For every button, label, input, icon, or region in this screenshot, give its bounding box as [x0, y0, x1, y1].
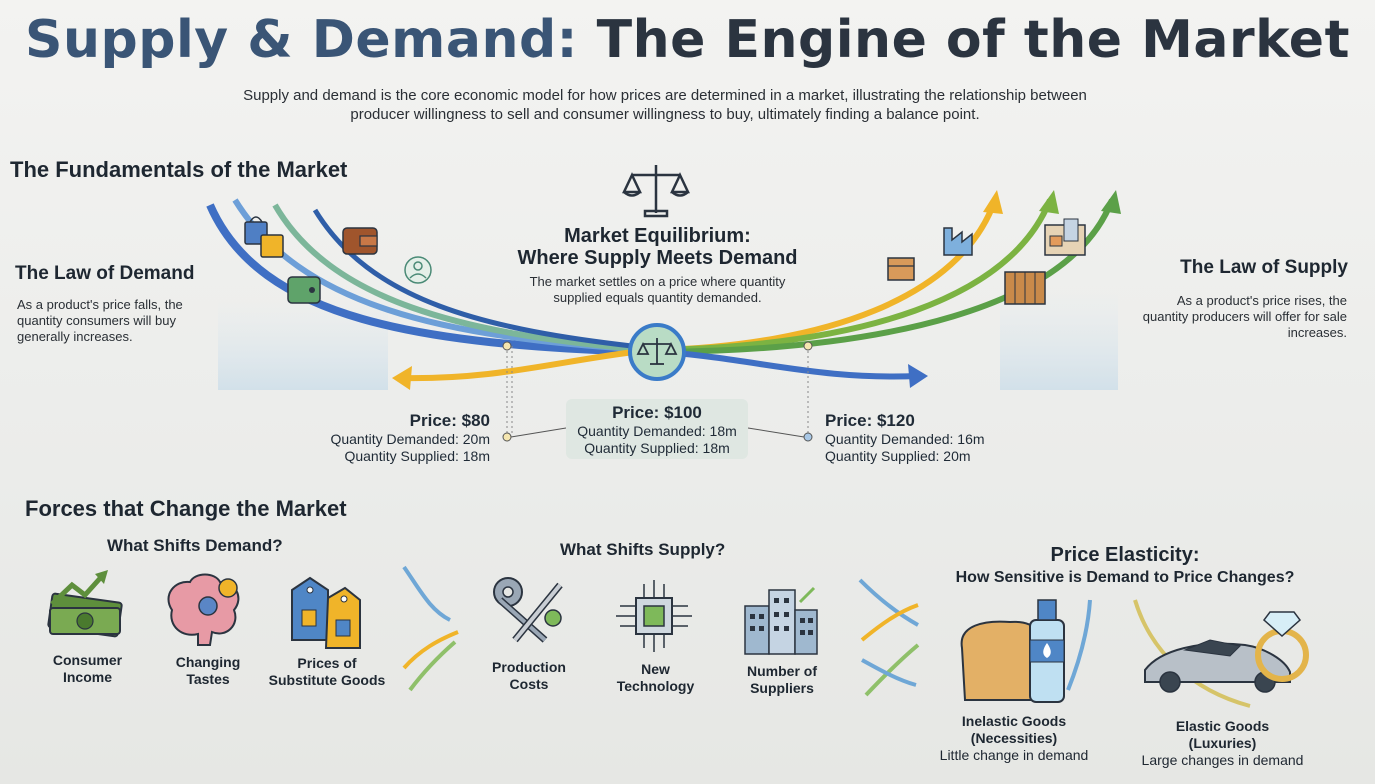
warehouse-icon: [1044, 218, 1086, 256]
demand-backdrop: [218, 300, 388, 390]
supply-shift-arrows: [858, 578, 920, 697]
price-tags-icon: [291, 576, 361, 649]
buildings-icon: [744, 586, 818, 655]
supply-shift-arrowhead: [908, 364, 928, 388]
law-of-supply-text: As a product's price rises, the quantity…: [1142, 293, 1347, 340]
box-icon: [887, 257, 915, 281]
price-point-100: Price: $100 Quantity Demanded: 18m Quant…: [566, 403, 748, 457]
point-80: [502, 432, 512, 442]
inelastic-note: Little change in demand: [939, 747, 1089, 763]
elastic-label: Elastic Goods: [1175, 718, 1270, 734]
price-80-label: Price: $80: [409, 411, 490, 430]
supply-shift-arrow: [664, 349, 919, 380]
wallet-icon: [342, 227, 378, 255]
price-100-label: Price: $100: [612, 403, 702, 422]
supply-item-new-technology: New Technology: [616, 661, 695, 694]
supply-curve-3: [659, 198, 1115, 355]
elasticity-title: Price Elasticity:: [1050, 544, 1200, 566]
demand-curve-3: [272, 203, 651, 353]
supply-curve-2: [659, 198, 1053, 353]
price-point-80: Price: $80 Quantity Demanded: 20m Quanti…: [310, 411, 490, 465]
elastic-sub: (Luxuries): [1188, 735, 1257, 751]
user-icon: [404, 256, 432, 284]
elastic-goods: Elastic Goods (Luxuries) Large changes i…: [1130, 718, 1315, 768]
supply-arrowhead-2: [1039, 190, 1059, 214]
demand-item-changing-tastes: Changing Tastes: [175, 654, 241, 687]
demand-item-consumer-income: Consumer Income: [52, 652, 123, 685]
supply-arrowhead-3: [1101, 190, 1121, 214]
demand-shift-heading: What Shifts Demand?: [107, 536, 283, 555]
shopping-bag-icon: [244, 216, 284, 258]
price-80-demanded: Quantity Demanded: 20m: [330, 431, 490, 447]
supply-arrowhead-1: [983, 190, 1003, 214]
price-80-supplied: Quantity Supplied: 18m: [344, 448, 490, 464]
price-100-demanded: Quantity Demanded: 18m: [577, 423, 737, 439]
page-title: Supply & Demand: The Engine of the Marke…: [0, 10, 1375, 70]
demand-item-substitute-goods: Prices of Substitute Goods: [268, 655, 386, 688]
scale-icon: [622, 165, 690, 218]
forces-heading: Forces that Change the Market: [25, 496, 347, 521]
demand-curve-4: [312, 208, 651, 351]
demand-shift-arrows: [402, 565, 459, 692]
scale-icon-small: [636, 338, 678, 365]
elastic-note: Large changes in demand: [1141, 752, 1304, 768]
price-120-supplied: Quantity Supplied: 20m: [825, 448, 971, 464]
supply-backdrop: [1000, 290, 1118, 390]
inelastic-label: Inelastic Goods: [961, 713, 1067, 729]
point-120: [803, 432, 813, 442]
title-part-2: The Engine of the Market: [596, 10, 1350, 70]
price-point-120: Price: $120 Quantity Demanded: 16m Quant…: [825, 411, 1025, 465]
elasticity-subtitle: How Sensitive is Demand to Price Changes…: [955, 569, 1295, 586]
factory-icon: [943, 227, 973, 256]
crate-icon: [1004, 271, 1046, 305]
law-of-supply-title: The Law of Supply: [1180, 257, 1348, 278]
price-120-demanded: Quantity Demanded: 16m: [825, 431, 985, 447]
sports-car-ring-icon: [1133, 599, 1309, 708]
demand-curve-1: [206, 203, 651, 356]
money-growth-icon: [47, 570, 123, 638]
law-of-demand-title: The Law of Demand: [15, 263, 195, 284]
equilibrium-price-box: [566, 399, 748, 459]
inelastic-goods: Inelastic Goods (Necessities) Little cha…: [930, 713, 1098, 763]
supply-item-number-of-suppliers: Number of Suppliers: [747, 663, 817, 696]
inelastic-sub: (Necessities): [970, 730, 1058, 746]
demand-arrowhead: [392, 366, 412, 390]
equilibrium-title-line2: Where Supply Meets Demand: [517, 247, 798, 269]
tools-gear-icon: [493, 577, 563, 643]
demand-shift-arrow: [399, 347, 651, 382]
equilibrium-title: Market Equilibrium: Where Supply Meets D…: [505, 225, 810, 269]
equilibrium-text: The market settles on a price where quan…: [529, 274, 786, 305]
supply-shift-heading: What Shifts Supply?: [560, 540, 726, 559]
wallet-green-icon: [287, 276, 321, 304]
brain-gears-icon: [167, 573, 240, 646]
title-part-1: Supply & Demand:: [25, 10, 578, 70]
fundamentals-heading: The Fundamentals of the Market: [10, 157, 348, 182]
bread-water-icon: [960, 599, 1092, 703]
price-100-supplied: Quantity Supplied: 18m: [584, 440, 730, 456]
microchip-icon: [616, 580, 692, 652]
equilibrium-title-line1: Market Equilibrium:: [564, 225, 751, 247]
page-subtitle: Supply and demand is the core economic m…: [243, 87, 1087, 123]
price-120-label: Price: $120: [825, 411, 915, 430]
law-of-demand-text: As a product's price falls, the quantity…: [17, 297, 183, 344]
supply-item-production-costs: Production Costs: [492, 659, 566, 692]
